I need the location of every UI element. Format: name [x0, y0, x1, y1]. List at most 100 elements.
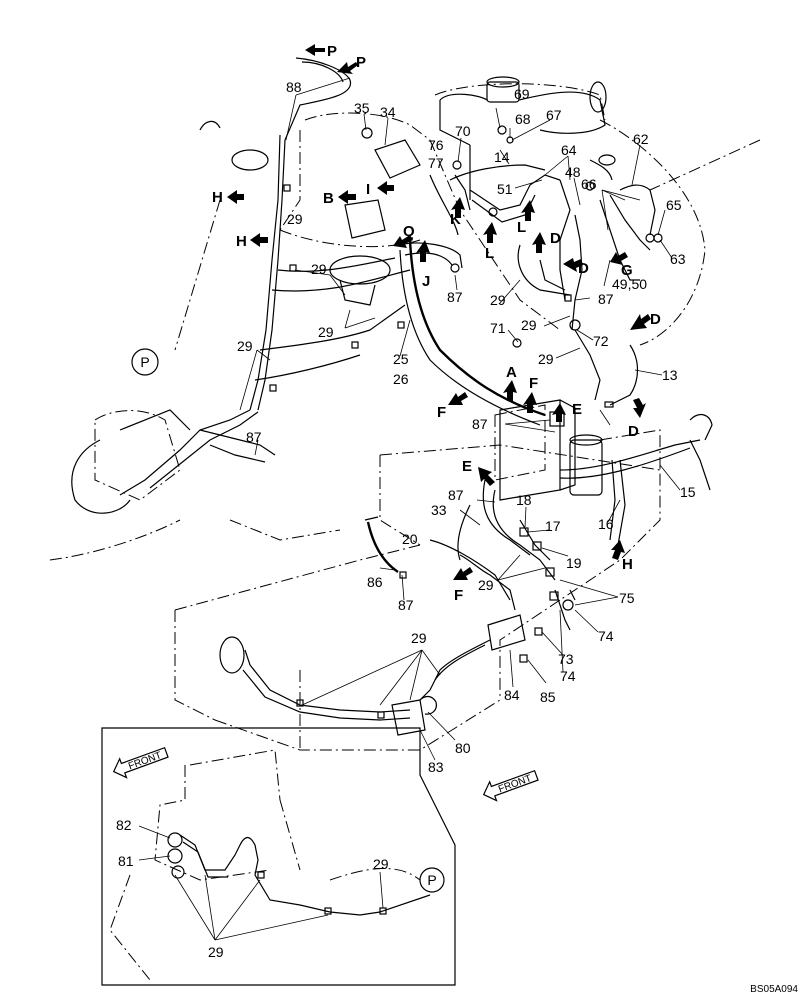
letter-G: G — [621, 262, 633, 279]
arrow-H3 — [611, 540, 625, 560]
part-number-labels: 88 35 34 70 69 68 67 76 77 14 51 64 48 6… — [116, 79, 696, 960]
letter-F-1: F — [529, 375, 538, 392]
letter-H-3: H — [622, 556, 633, 573]
letter-P-1: P — [327, 43, 337, 60]
circle-marker-P: P — [131, 348, 159, 376]
part-label-17: 17 — [545, 518, 561, 534]
part-label-80: 80 — [455, 740, 471, 756]
letter-E-1: E — [572, 401, 582, 418]
harness-wires — [119, 57, 711, 721]
arrow-P2 — [337, 62, 358, 74]
letter-J: J — [422, 273, 430, 290]
arrow-A — [503, 380, 517, 401]
arrow-B — [338, 190, 356, 204]
part-label-51: 51 — [497, 181, 513, 197]
arrow-F1 — [523, 392, 537, 413]
part-label-70: 70 — [455, 123, 471, 139]
part-label-74-b: 74 — [560, 668, 576, 684]
part-label-29-e: 29 — [318, 324, 334, 340]
part-label-87-f: 87 — [398, 597, 414, 613]
letter-B: B — [323, 190, 334, 207]
part-label-65: 65 — [666, 197, 682, 213]
arrow-I — [377, 181, 394, 195]
part-label-15: 15 — [680, 484, 696, 500]
engine-components — [71, 76, 713, 736]
part-label-63: 63 — [670, 251, 686, 267]
part-label-34: 34 — [380, 104, 396, 120]
arrow-E2 — [478, 467, 495, 486]
letter-H-1: H — [212, 189, 223, 206]
inset-front-label: FRONT — [127, 750, 163, 772]
part-label-68: 68 — [515, 111, 531, 127]
letter-A: A — [506, 364, 517, 381]
arrow-D2 — [563, 258, 583, 272]
drawing-code: BS05A094 — [750, 984, 798, 995]
letter-D-3: D — [650, 311, 661, 328]
part-label-18: 18 — [516, 492, 532, 508]
letter-P-2: P — [356, 54, 366, 71]
front-label: FRONT — [497, 773, 533, 795]
letter-E-2: E — [462, 458, 472, 475]
letter-L-2: L — [517, 219, 526, 236]
connector-arrows — [227, 44, 651, 580]
part-label-75: 75 — [619, 590, 635, 606]
arrow-Q — [393, 235, 413, 248]
part-label-19: 19 — [566, 555, 582, 571]
letter-K: K — [450, 211, 461, 228]
arrow-D1 — [532, 232, 546, 253]
arrow-D4 — [633, 398, 646, 418]
part-label-72: 72 — [593, 333, 609, 349]
letter-D-2: D — [578, 260, 589, 277]
part-label-86: 86 — [367, 574, 383, 590]
part-label-85: 85 — [540, 689, 556, 705]
part-label-29-j: 29 — [373, 856, 389, 872]
part-label-26: 26 — [393, 371, 409, 387]
arrow-J — [416, 240, 430, 262]
arrow-G — [610, 252, 628, 265]
part-label-29-b: 29 — [538, 351, 554, 367]
part-label-29-a: 29 — [521, 317, 537, 333]
arrow-L2 — [521, 200, 535, 221]
arrow-D3 — [630, 314, 651, 330]
arrow-K — [451, 197, 465, 218]
part-label-29-h: 29 — [478, 577, 494, 593]
part-label-87-c: 87 — [246, 429, 262, 445]
inset-panel: FRONT P — [101, 727, 456, 986]
letter-L-1: L — [485, 245, 494, 262]
part-label-71: 71 — [490, 320, 506, 336]
connection-letters: P P H H B I Q J K L L D D D D G A F F E … — [212, 43, 661, 604]
inset-circle-marker: P — [427, 872, 436, 888]
letter-Q: Q — [403, 223, 415, 240]
letter-I: I — [366, 181, 370, 198]
frame-outlines — [49, 83, 761, 751]
part-label-35: 35 — [354, 100, 370, 116]
part-label-76: 76 — [428, 137, 444, 153]
arrow-L1 — [483, 222, 497, 243]
part-label-29-d: 29 — [311, 261, 327, 277]
part-label-67: 67 — [546, 107, 562, 123]
arrow-H2 — [250, 233, 268, 247]
front-arrow: FRONT — [482, 769, 539, 802]
part-label-88: 88 — [286, 79, 302, 95]
part-label-81: 81 — [118, 853, 134, 869]
arrow-P1 — [305, 44, 325, 56]
part-label-16: 16 — [598, 516, 614, 532]
part-label-64: 64 — [561, 142, 577, 158]
part-label-13: 13 — [662, 367, 678, 383]
part-label-25: 25 — [393, 351, 409, 367]
part-label-74-a: 74 — [598, 628, 614, 644]
arrow-E1 — [552, 403, 566, 422]
leader-lines — [239, 77, 681, 761]
part-label-14: 14 — [494, 149, 510, 165]
part-label-29-f: 29 — [237, 338, 253, 354]
letter-D-1: D — [550, 230, 561, 247]
part-label-29-k: 29 — [208, 944, 224, 960]
part-label-20: 20 — [402, 531, 418, 547]
letter-F-2: F — [437, 404, 446, 421]
arrow-F3 — [453, 567, 473, 580]
part-label-48: 48 — [565, 164, 581, 180]
circle-marker-label: P — [140, 354, 149, 370]
part-label-29-g: 29 — [287, 211, 303, 227]
part-label-87-e: 87 — [448, 487, 464, 503]
